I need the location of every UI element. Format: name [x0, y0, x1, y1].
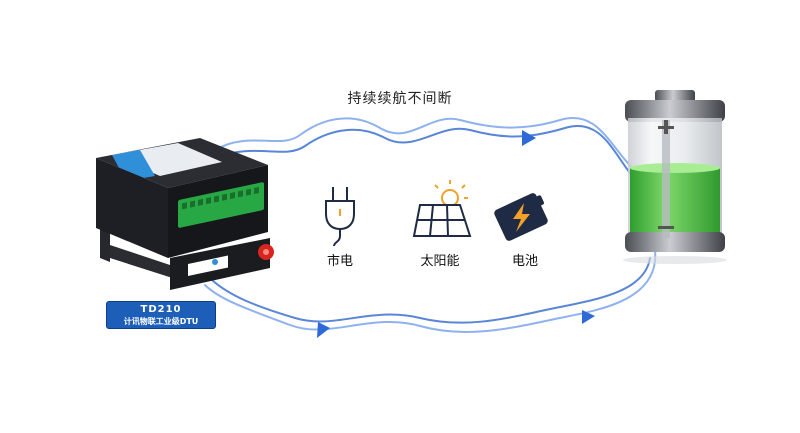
- battery-icon: [494, 193, 548, 241]
- dtu-device: [96, 138, 274, 290]
- flow-arrow-bottom-left: [317, 322, 330, 338]
- device-model: TD210: [140, 304, 182, 315]
- device-description: 计讯物联工业级DTU: [123, 317, 199, 326]
- battery-graphic: [623, 90, 727, 264]
- source-label-battery: 电池: [511, 254, 538, 269]
- flow-loop: [204, 117, 657, 333]
- flow-loop-outer: [204, 117, 657, 333]
- source-label-grid-power: 市电: [326, 254, 353, 269]
- device-tag: TD210 计讯物联工业级DTU: [106, 301, 216, 329]
- device-front-face: [96, 158, 168, 258]
- flow-arrow-bottom-right: [582, 310, 595, 324]
- battery-liquid: [630, 168, 720, 234]
- flow-arrow-top: [522, 130, 536, 146]
- source-label-solar: 太阳能: [420, 254, 460, 269]
- solar-panel-icon: [412, 180, 472, 237]
- device-mount-bracket: [110, 245, 185, 282]
- battery-cap: [655, 90, 695, 102]
- flow-loop-inner: [211, 125, 651, 324]
- device-barcode: [188, 255, 228, 277]
- headline: 持续续航不间断: [347, 91, 453, 107]
- power-plug-icon: [325, 187, 355, 247]
